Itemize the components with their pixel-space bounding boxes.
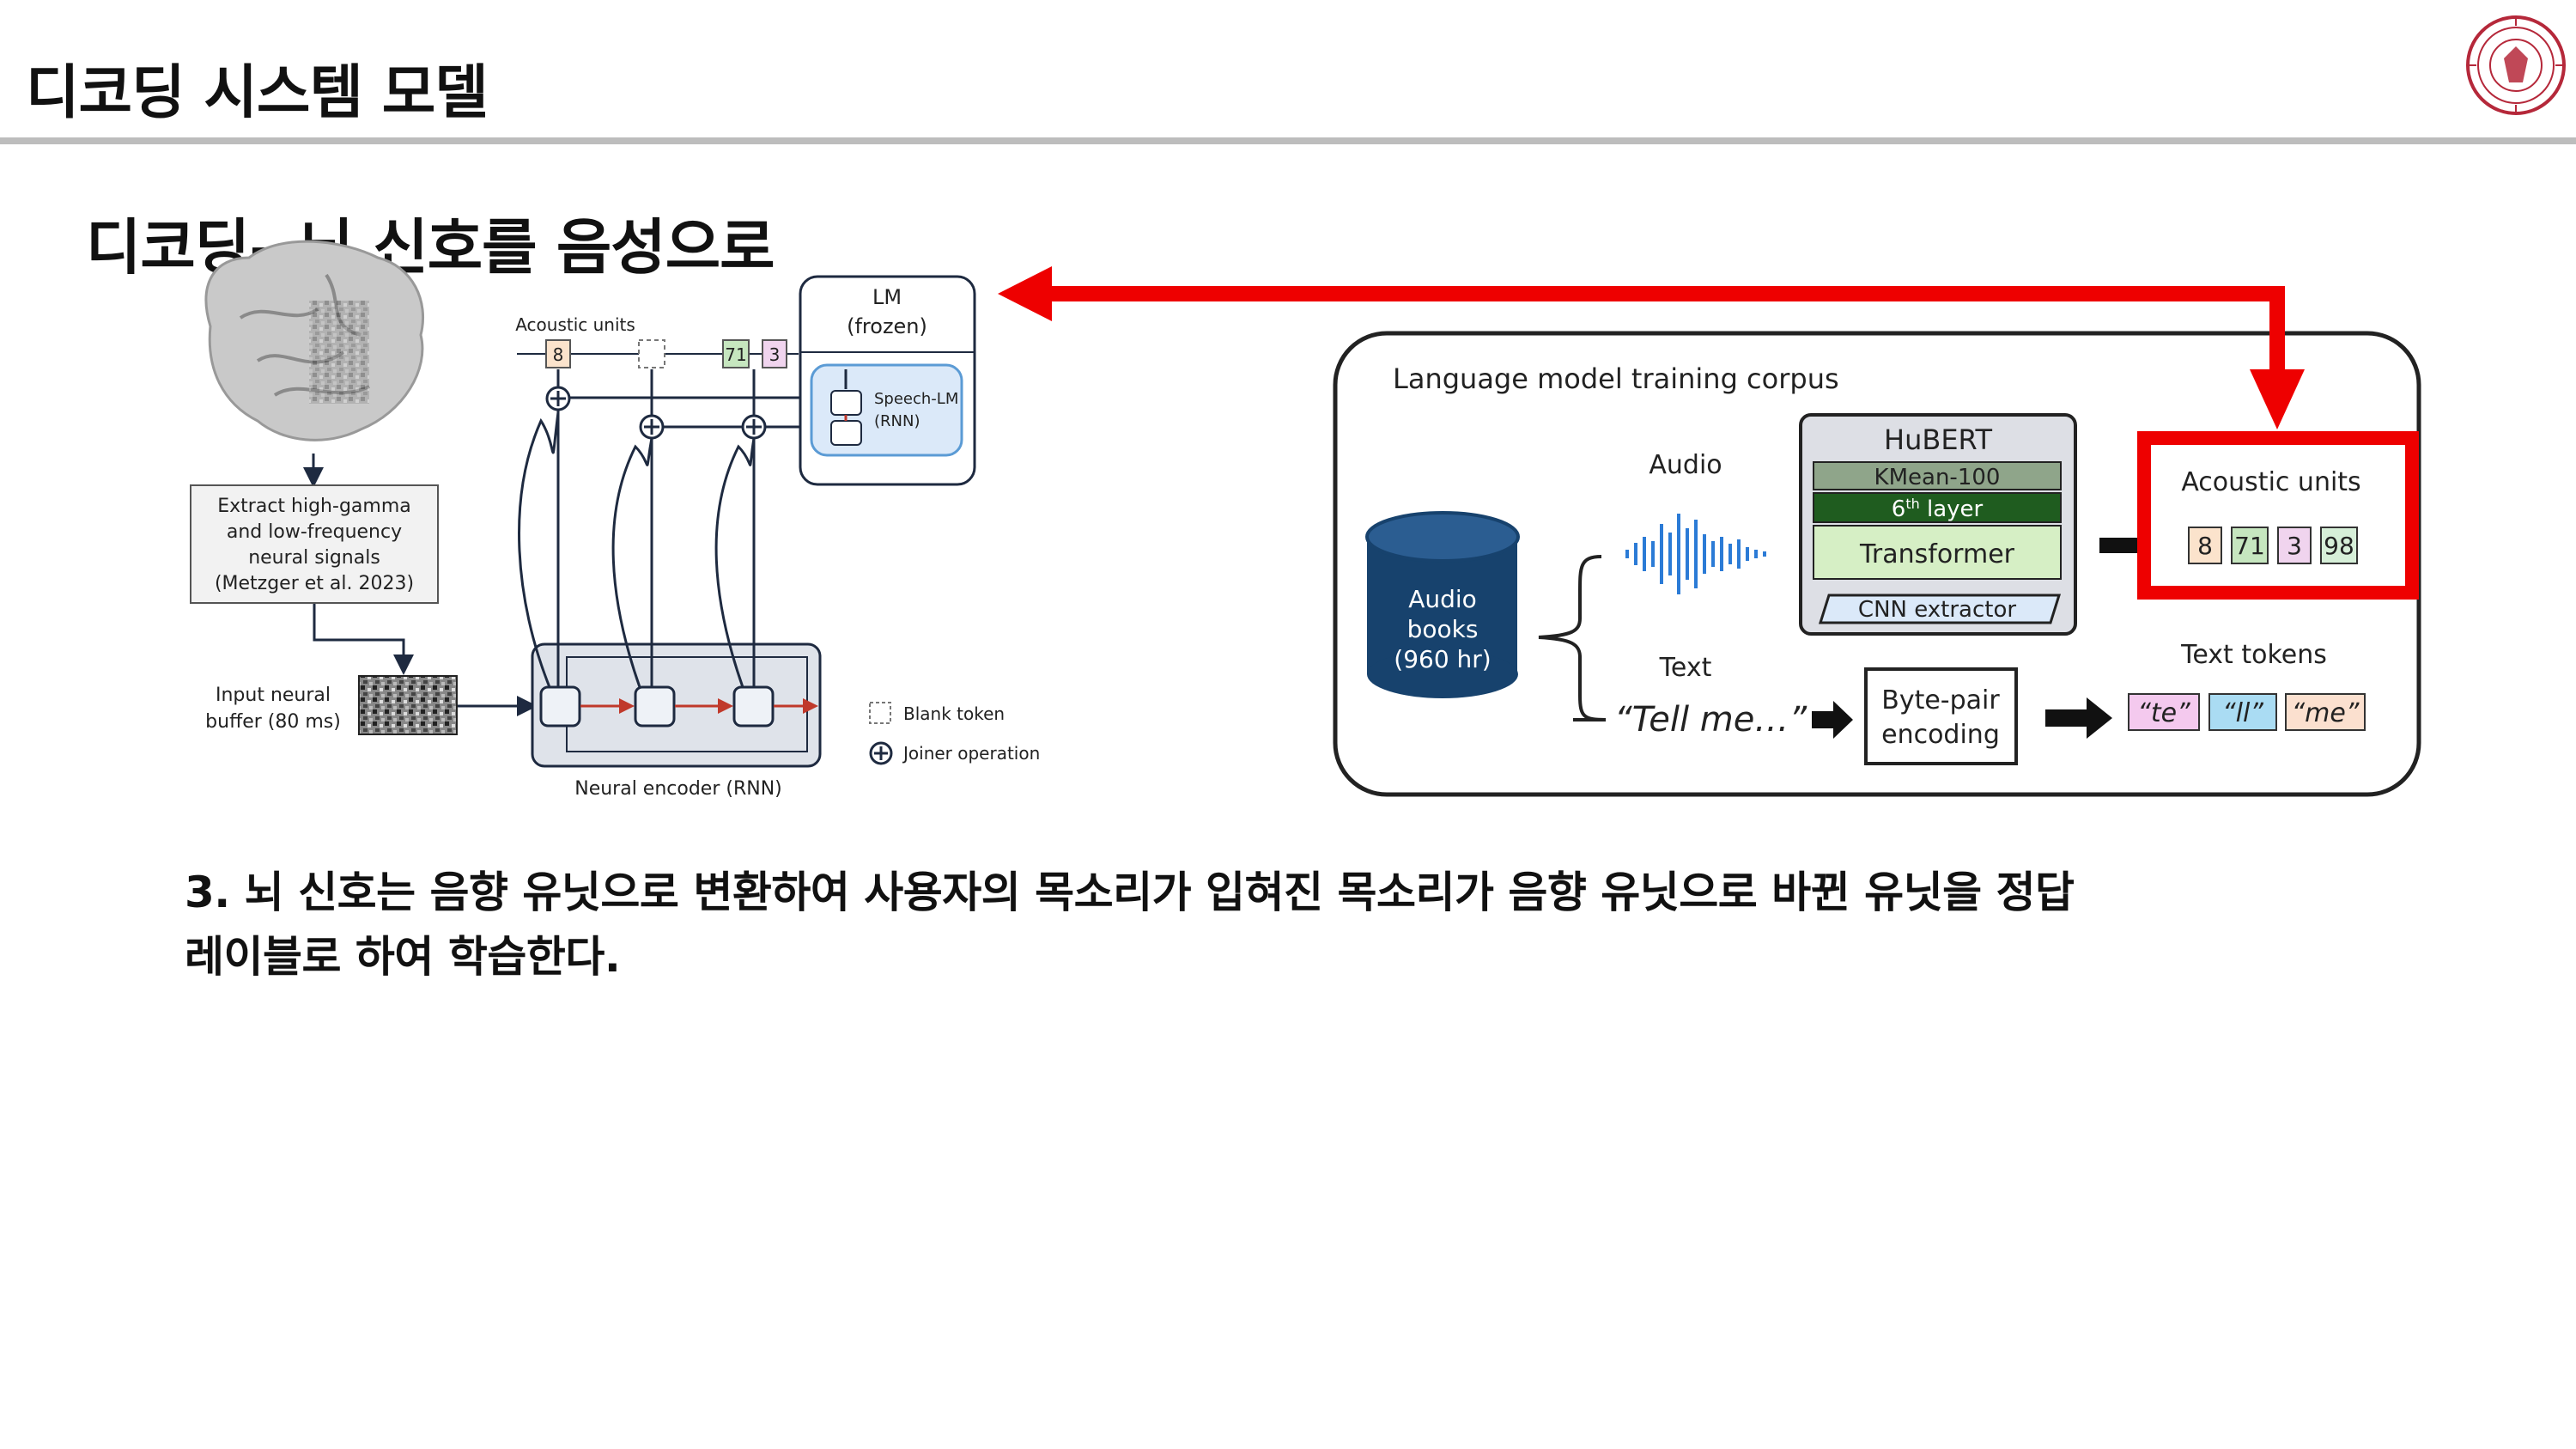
left-diagram: Extract high-gamma and low-frequency neu… — [190, 240, 1040, 800]
svg-text:6th layer: 6th layer — [1892, 496, 1984, 522]
diagram-figure: Extract high-gamma and low-frequency neu… — [190, 240, 2421, 800]
body-line-1: 3. 뇌 신호는 음향 유닛으로 변환하여 사용자의 목소리가 입혀진 목소리가… — [185, 868, 2075, 917]
svg-text:and low-frequency: and low-frequency — [227, 521, 402, 543]
slide-title: 디코딩 시스템 모델 — [26, 59, 489, 127]
svg-text:LM: LM — [872, 285, 902, 309]
right-unit-71: 71 — [2234, 532, 2265, 560]
input-buffer-label-1: Input neural — [216, 685, 331, 706]
database-cylinder-icon — [1365, 511, 1520, 698]
extract-signals-box: Extract high-gamma and low-frequency neu… — [190, 484, 439, 604]
university-seal-icon — [2466, 15, 2566, 115]
text-label: Text — [1659, 653, 1712, 683]
token-me: “me” — [2292, 698, 2360, 728]
body-paragraph: 3. 뇌 신호는 음향 유닛으로 변환하여 사용자의 목소리가 입혀진 목소리가… — [185, 861, 2434, 989]
hubert-block: HuBERT KMean-100 6th layer Transformer C… — [1799, 413, 2077, 636]
encoder-label: Neural encoder (RNN) — [574, 778, 782, 800]
right-unit-8: 8 — [2197, 532, 2213, 560]
audio-label: Audio — [1649, 450, 1722, 480]
svg-text:(RNN): (RNN) — [874, 412, 920, 430]
svg-text:Speech-LM: Speech-LM — [874, 390, 958, 408]
bpe-label-2: encoding — [1881, 720, 2000, 750]
text-tokens-label: Text tokens — [2180, 640, 2327, 670]
legend-joiner-label: Joiner operation — [902, 743, 1040, 764]
corpus-label: Language model training corpus — [1393, 362, 1839, 395]
books-label-2: books — [1407, 615, 1479, 643]
title-divider — [0, 137, 2576, 144]
right-diagram: Language model training corpus Audio boo… — [1333, 331, 2421, 797]
input-buffer-image — [358, 675, 458, 735]
bpe-box — [1864, 667, 2018, 765]
audio-waveform-icon — [1625, 514, 1766, 594]
svg-text:(frozen): (frozen) — [847, 314, 927, 338]
token-ll: “ll” — [2222, 698, 2263, 728]
token-te: “te” — [2137, 698, 2190, 728]
brain-icon — [204, 240, 425, 441]
arrow-right-icon — [2045, 697, 2112, 739]
bpe-label-1: Byte-pair — [1881, 685, 2000, 715]
left-unit-8: 8 — [553, 344, 564, 365]
red-connector-arrow — [998, 266, 2305, 429]
section-subtitle: 디코딩– 뇌 신호를 음성으로 — [86, 212, 775, 283]
right-unit-3: 3 — [2287, 532, 2302, 560]
body-line-2: 레이블로 하여 학습한다. — [185, 932, 621, 982]
svg-text:CNN extractor: CNN extractor — [1858, 597, 2016, 623]
svg-text:neural signals: neural signals — [248, 547, 380, 569]
lm-frozen-box: LM (frozen) Speech-LM (RNN) — [799, 275, 976, 486]
svg-text:Transformer: Transformer — [1859, 539, 2015, 569]
left-unit-71: 71 — [725, 344, 746, 365]
arrow-right-icon — [1812, 701, 1853, 739]
neural-encoder-block: Neural encoder (RNN) — [531, 642, 822, 800]
svg-text:Extract high-gamma: Extract high-gamma — [217, 496, 410, 517]
svg-text:HuBERT: HuBERT — [1884, 423, 1992, 456]
legend-blank-icon — [869, 702, 891, 724]
books-label-1: Audio — [1408, 585, 1477, 613]
svg-text:KMean-100: KMean-100 — [1874, 465, 2001, 490]
blank-token-box — [638, 339, 665, 368]
svg-text:(Metzger et al. 2023): (Metzger et al. 2023) — [215, 573, 414, 594]
books-label-3: (960 hr) — [1394, 645, 1491, 673]
left-acoustic-units-label: Acoustic units — [515, 314, 635, 335]
right-acoustic-units-label: Acoustic units — [2181, 467, 2360, 497]
tell-me-text: “Tell me…” — [1614, 700, 1807, 740]
left-unit-3: 3 — [769, 344, 781, 365]
highlight-box — [2137, 431, 2419, 600]
legend-blank-label: Blank token — [903, 703, 1005, 724]
input-buffer-label-2: buffer (80 ms) — [205, 711, 341, 733]
right-unit-98: 98 — [2324, 532, 2354, 560]
